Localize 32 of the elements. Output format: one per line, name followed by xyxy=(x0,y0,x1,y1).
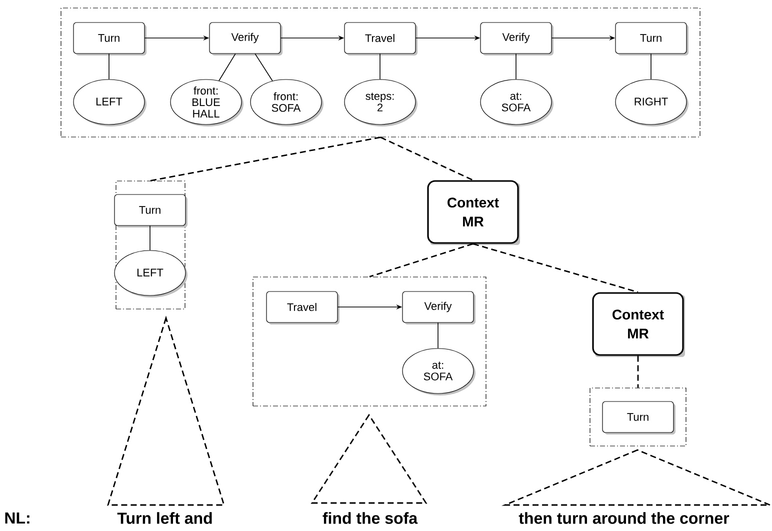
connector-line xyxy=(108,53,110,80)
group-frame xyxy=(60,8,700,138)
ellipse-node: front: BLUE HALL xyxy=(170,79,244,126)
connector-line xyxy=(150,136,381,182)
ellipse-node: RIGHT xyxy=(615,79,688,126)
row-label: NL: xyxy=(5,512,30,524)
rounded-box: Travel xyxy=(266,291,340,324)
group-frame xyxy=(252,276,486,406)
rounded-box: Verify xyxy=(402,291,476,324)
ellipse-node: LEFT xyxy=(114,250,188,298)
group-frame xyxy=(590,388,686,446)
context-box: Context MR xyxy=(427,180,520,245)
connector-line xyxy=(650,53,652,80)
connector-line xyxy=(472,243,638,293)
rounded-box: Travel xyxy=(344,22,418,56)
rounded-box: Turn xyxy=(615,22,688,56)
rounded-box: Verify xyxy=(209,22,282,56)
connector-line xyxy=(254,53,273,82)
rounded-box: Turn xyxy=(602,401,676,434)
ellipse-node: at: SOFA xyxy=(402,348,476,396)
connector-line xyxy=(369,243,474,278)
rounded-box: Verify xyxy=(480,22,554,56)
ellipse-node: steps: 2 xyxy=(344,79,418,126)
ellipse-node: at: SOFA xyxy=(480,79,554,126)
rounded-box: Turn xyxy=(114,194,188,228)
rounded-box: Turn xyxy=(73,22,146,56)
connector-line xyxy=(380,136,474,181)
context-box: Context MR xyxy=(592,292,685,357)
ellipse-node: LEFT xyxy=(73,79,146,126)
connector-line xyxy=(218,53,236,82)
connector-line xyxy=(637,356,639,388)
ellipse-node: front: SOFA xyxy=(250,79,324,126)
